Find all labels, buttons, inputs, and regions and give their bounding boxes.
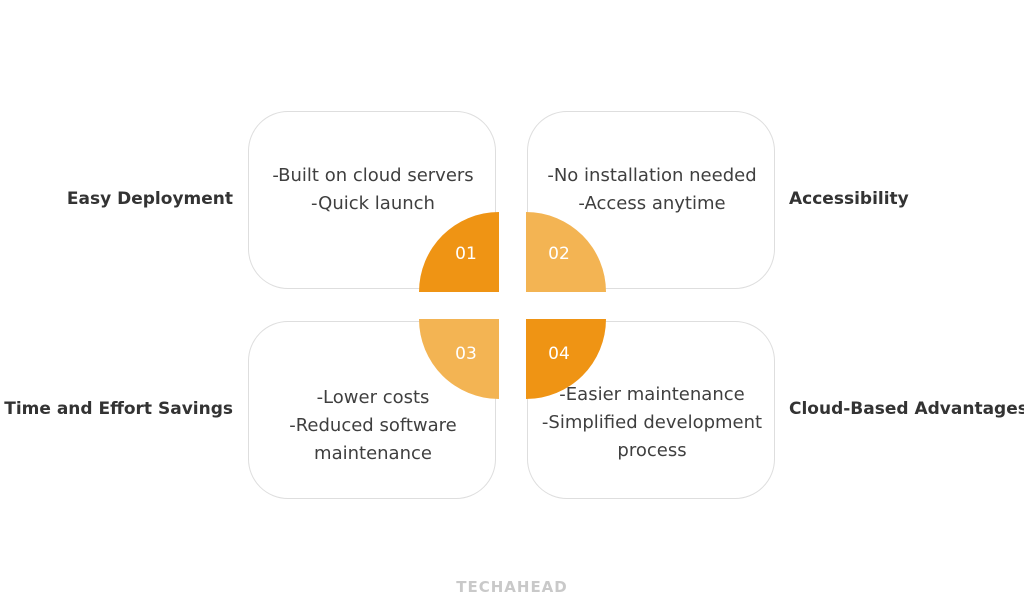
badge-number: 02 — [548, 244, 570, 264]
card-line: -Quick launch — [311, 193, 435, 214]
card-line: -Built on cloud servers — [272, 165, 474, 186]
badge-01: 01 — [419, 212, 499, 292]
card-line: -Lower costs — [316, 387, 430, 408]
card-line: process — [617, 440, 687, 461]
badge-number: 01 — [455, 244, 477, 264]
card-line: -Reduced software — [289, 415, 457, 436]
card-line: -Easier maintenance — [559, 384, 745, 405]
label-cloud-based-advantages: Cloud-Based Advantages — [789, 399, 1024, 419]
card-line: -Simplified development — [541, 412, 763, 433]
badge-number: 04 — [548, 344, 570, 364]
label-time-effort-savings: Time and Effort Savings — [4, 399, 233, 419]
card-line: -Access anytime — [578, 193, 726, 214]
badge-03: 03 — [419, 319, 499, 399]
label-accessibility: Accessibility — [789, 189, 909, 209]
card-line: -No installation needed — [547, 165, 757, 186]
techahead-logo: TECHAHEAD — [456, 578, 568, 596]
badge-number: 03 — [455, 344, 477, 364]
label-easy-deployment: Easy Deployment — [66, 189, 233, 209]
card-line: maintenance — [314, 443, 432, 464]
card-easy-deployment: -Built on cloud servers -Quick launch — [248, 111, 496, 289]
